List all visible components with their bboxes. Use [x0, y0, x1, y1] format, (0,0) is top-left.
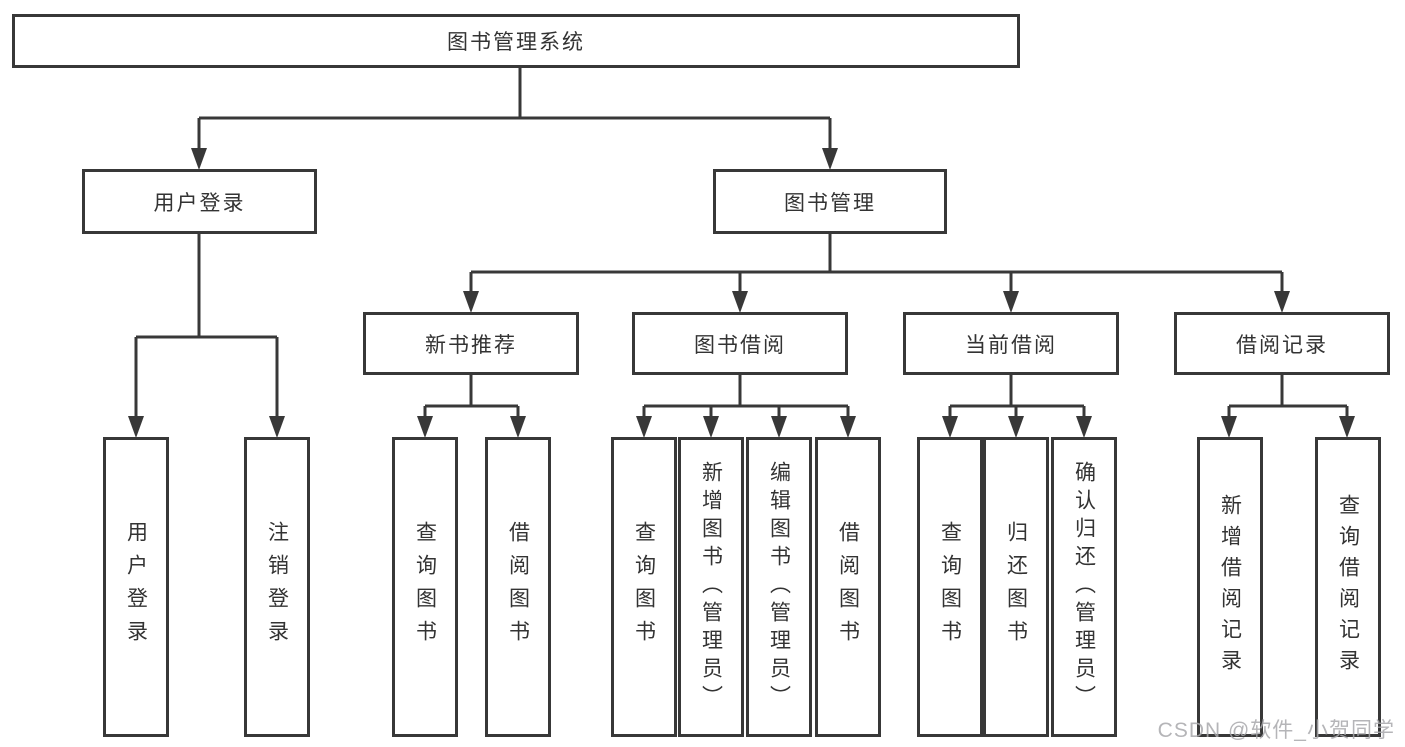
node-root-system-label: 图书管理系统	[447, 31, 585, 54]
leaf-borrow-books-recommend: 借阅图书	[485, 437, 551, 737]
leaf-add-books-admin-label: 新增图书（管理员）	[699, 461, 723, 713]
node-borrow-records-label: 借阅记录	[1236, 333, 1328, 357]
node-root-system: 图书管理系统	[12, 14, 1020, 68]
node-new-book-recommend: 新书推荐	[363, 312, 579, 375]
node-current-borrow: 当前借阅	[903, 312, 1119, 375]
leaf-confirm-return-admin: 确认归还（管理员）	[1051, 437, 1117, 737]
node-new-book-recommend-label: 新书推荐	[425, 333, 517, 357]
leaf-return-books-label: 归还图书	[1004, 521, 1028, 653]
arrowhead-icons	[128, 148, 1355, 438]
leaf-add-borrow-record-label: 新增借阅记录	[1218, 494, 1242, 680]
leaf-query-books-borrow-label: 查询图书	[632, 521, 656, 653]
leaf-confirm-return-admin-label: 确认归还（管理员）	[1072, 461, 1096, 713]
leaf-logout: 注销登录	[244, 437, 310, 737]
leaf-query-borrow-record: 查询借阅记录	[1315, 437, 1381, 737]
node-user-login-label: 用户登录	[153, 191, 246, 215]
leaf-query-books-current-label: 查询图书	[938, 521, 962, 653]
leaf-user-login-label: 用户登录	[124, 521, 148, 653]
leaf-query-books-recommend-label: 查询图书	[413, 521, 437, 653]
leaf-query-borrow-record-label: 查询借阅记录	[1336, 494, 1360, 680]
leaf-add-books-admin: 新增图书（管理员）	[678, 437, 744, 737]
node-book-borrow: 图书借阅	[632, 312, 848, 375]
leaf-add-borrow-record: 新增借阅记录	[1197, 437, 1263, 737]
leaf-borrow-books-recommend-label: 借阅图书	[506, 521, 530, 653]
leaf-borrow-books-label: 借阅图书	[836, 521, 860, 653]
leaf-logout-label: 注销登录	[265, 521, 289, 653]
leaf-query-books-recommend: 查询图书	[392, 437, 458, 737]
node-book-management-label: 图书管理	[784, 191, 876, 215]
leaf-return-books: 归还图书	[983, 437, 1049, 737]
node-user-login: 用户登录	[82, 169, 317, 234]
csdn-watermark: CSDN @软件_小贺同学	[1157, 719, 1395, 742]
leaf-user-login: 用户登录	[103, 437, 169, 737]
node-book-borrow-label: 图书借阅	[694, 333, 786, 357]
leaf-borrow-books: 借阅图书	[815, 437, 881, 737]
leaf-query-books-current: 查询图书	[917, 437, 983, 737]
node-current-borrow-label: 当前借阅	[965, 333, 1057, 357]
node-borrow-records: 借阅记录	[1174, 312, 1390, 375]
leaf-edit-books-admin-label: 编辑图书（管理员）	[767, 461, 791, 713]
node-book-management: 图书管理	[713, 169, 947, 234]
leaf-edit-books-admin: 编辑图书（管理员）	[746, 437, 812, 737]
leaf-query-books-borrow: 查询图书	[611, 437, 677, 737]
